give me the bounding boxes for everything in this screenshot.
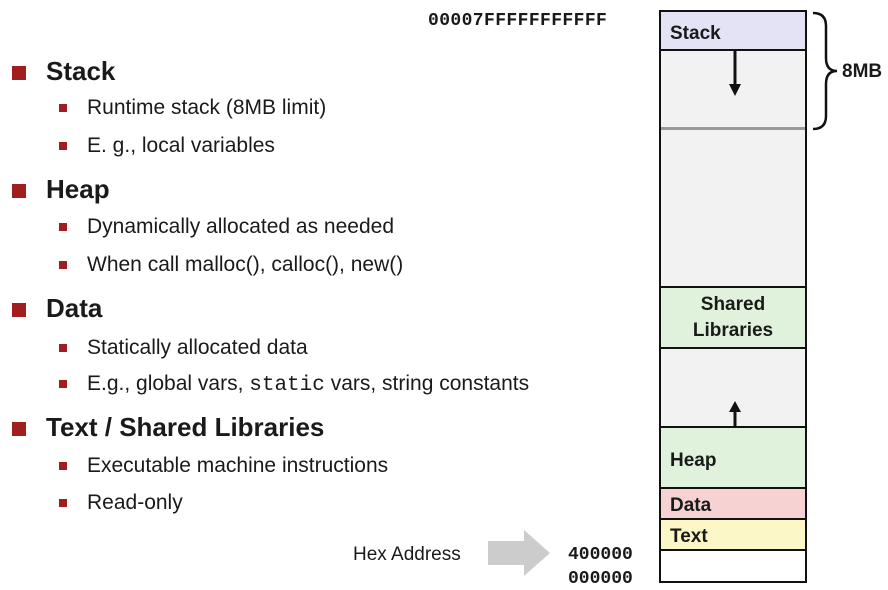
stack-grow-down-icon [729, 50, 741, 96]
heap-item-2: When call malloc(), calloc(), new() [87, 253, 404, 276]
sub-bullet [59, 261, 67, 269]
hex-address-arrow-icon [488, 530, 550, 576]
hex-address-label: Hex Address [353, 544, 461, 565]
stack-segment-label: Stack [670, 23, 721, 44]
stack-size-brace-icon [812, 11, 838, 131]
stack-item-2: E. g., local variables [87, 134, 275, 157]
shared-label-line1: Shared [700, 294, 766, 315]
shared-libraries-segment [659, 286, 807, 349]
shared-label-line2: Libraries [692, 320, 774, 341]
heap-item-1: Dynamically allocated as needed [87, 215, 395, 238]
data-item-1: Statically allocated data [87, 336, 308, 359]
sub-bullet [59, 462, 67, 470]
text-item-1: Executable machine instructions [87, 454, 389, 477]
sub-bullet [59, 142, 67, 150]
text-item-2: Read-only [87, 491, 183, 514]
address-400000: 400000 [568, 545, 633, 565]
static-keyword: static [249, 374, 325, 397]
data-segment-label: Data [670, 495, 712, 516]
sub-bullet [59, 344, 67, 352]
data-heading: Data [46, 293, 103, 323]
section-bullet [12, 303, 26, 317]
section-bullet [12, 184, 26, 198]
heap-segment-label: Heap [670, 450, 717, 471]
text-heading: Text / Shared Libraries [46, 412, 325, 442]
data-item-2: E.g., global vars, static vars, string c… [87, 372, 529, 397]
sub-bullet [59, 104, 67, 112]
address-000000: 000000 [568, 569, 633, 589]
text-segment-label: Text [670, 526, 708, 547]
sub-bullet [59, 499, 67, 507]
stack-size-label: 8MB [842, 61, 883, 82]
top-address: 00007FFFFFFFFFFF [428, 11, 608, 31]
section-bullet [12, 422, 26, 436]
stack-item-1: Runtime stack (8MB limit) [87, 96, 327, 119]
section-bullet [12, 66, 26, 80]
reserved-segment [659, 549, 807, 583]
data-item-2-pre: E.g., global vars, [87, 372, 250, 395]
stack-segment [659, 10, 807, 51]
stack-limit-line [661, 127, 805, 130]
stack-heading: Stack [46, 56, 116, 86]
heap-heading: Heap [46, 174, 110, 204]
heap-grow-up-icon [729, 401, 741, 428]
sub-bullet [59, 223, 67, 231]
data-item-2-post: vars, string constants [324, 372, 530, 395]
sub-bullet [59, 380, 67, 388]
